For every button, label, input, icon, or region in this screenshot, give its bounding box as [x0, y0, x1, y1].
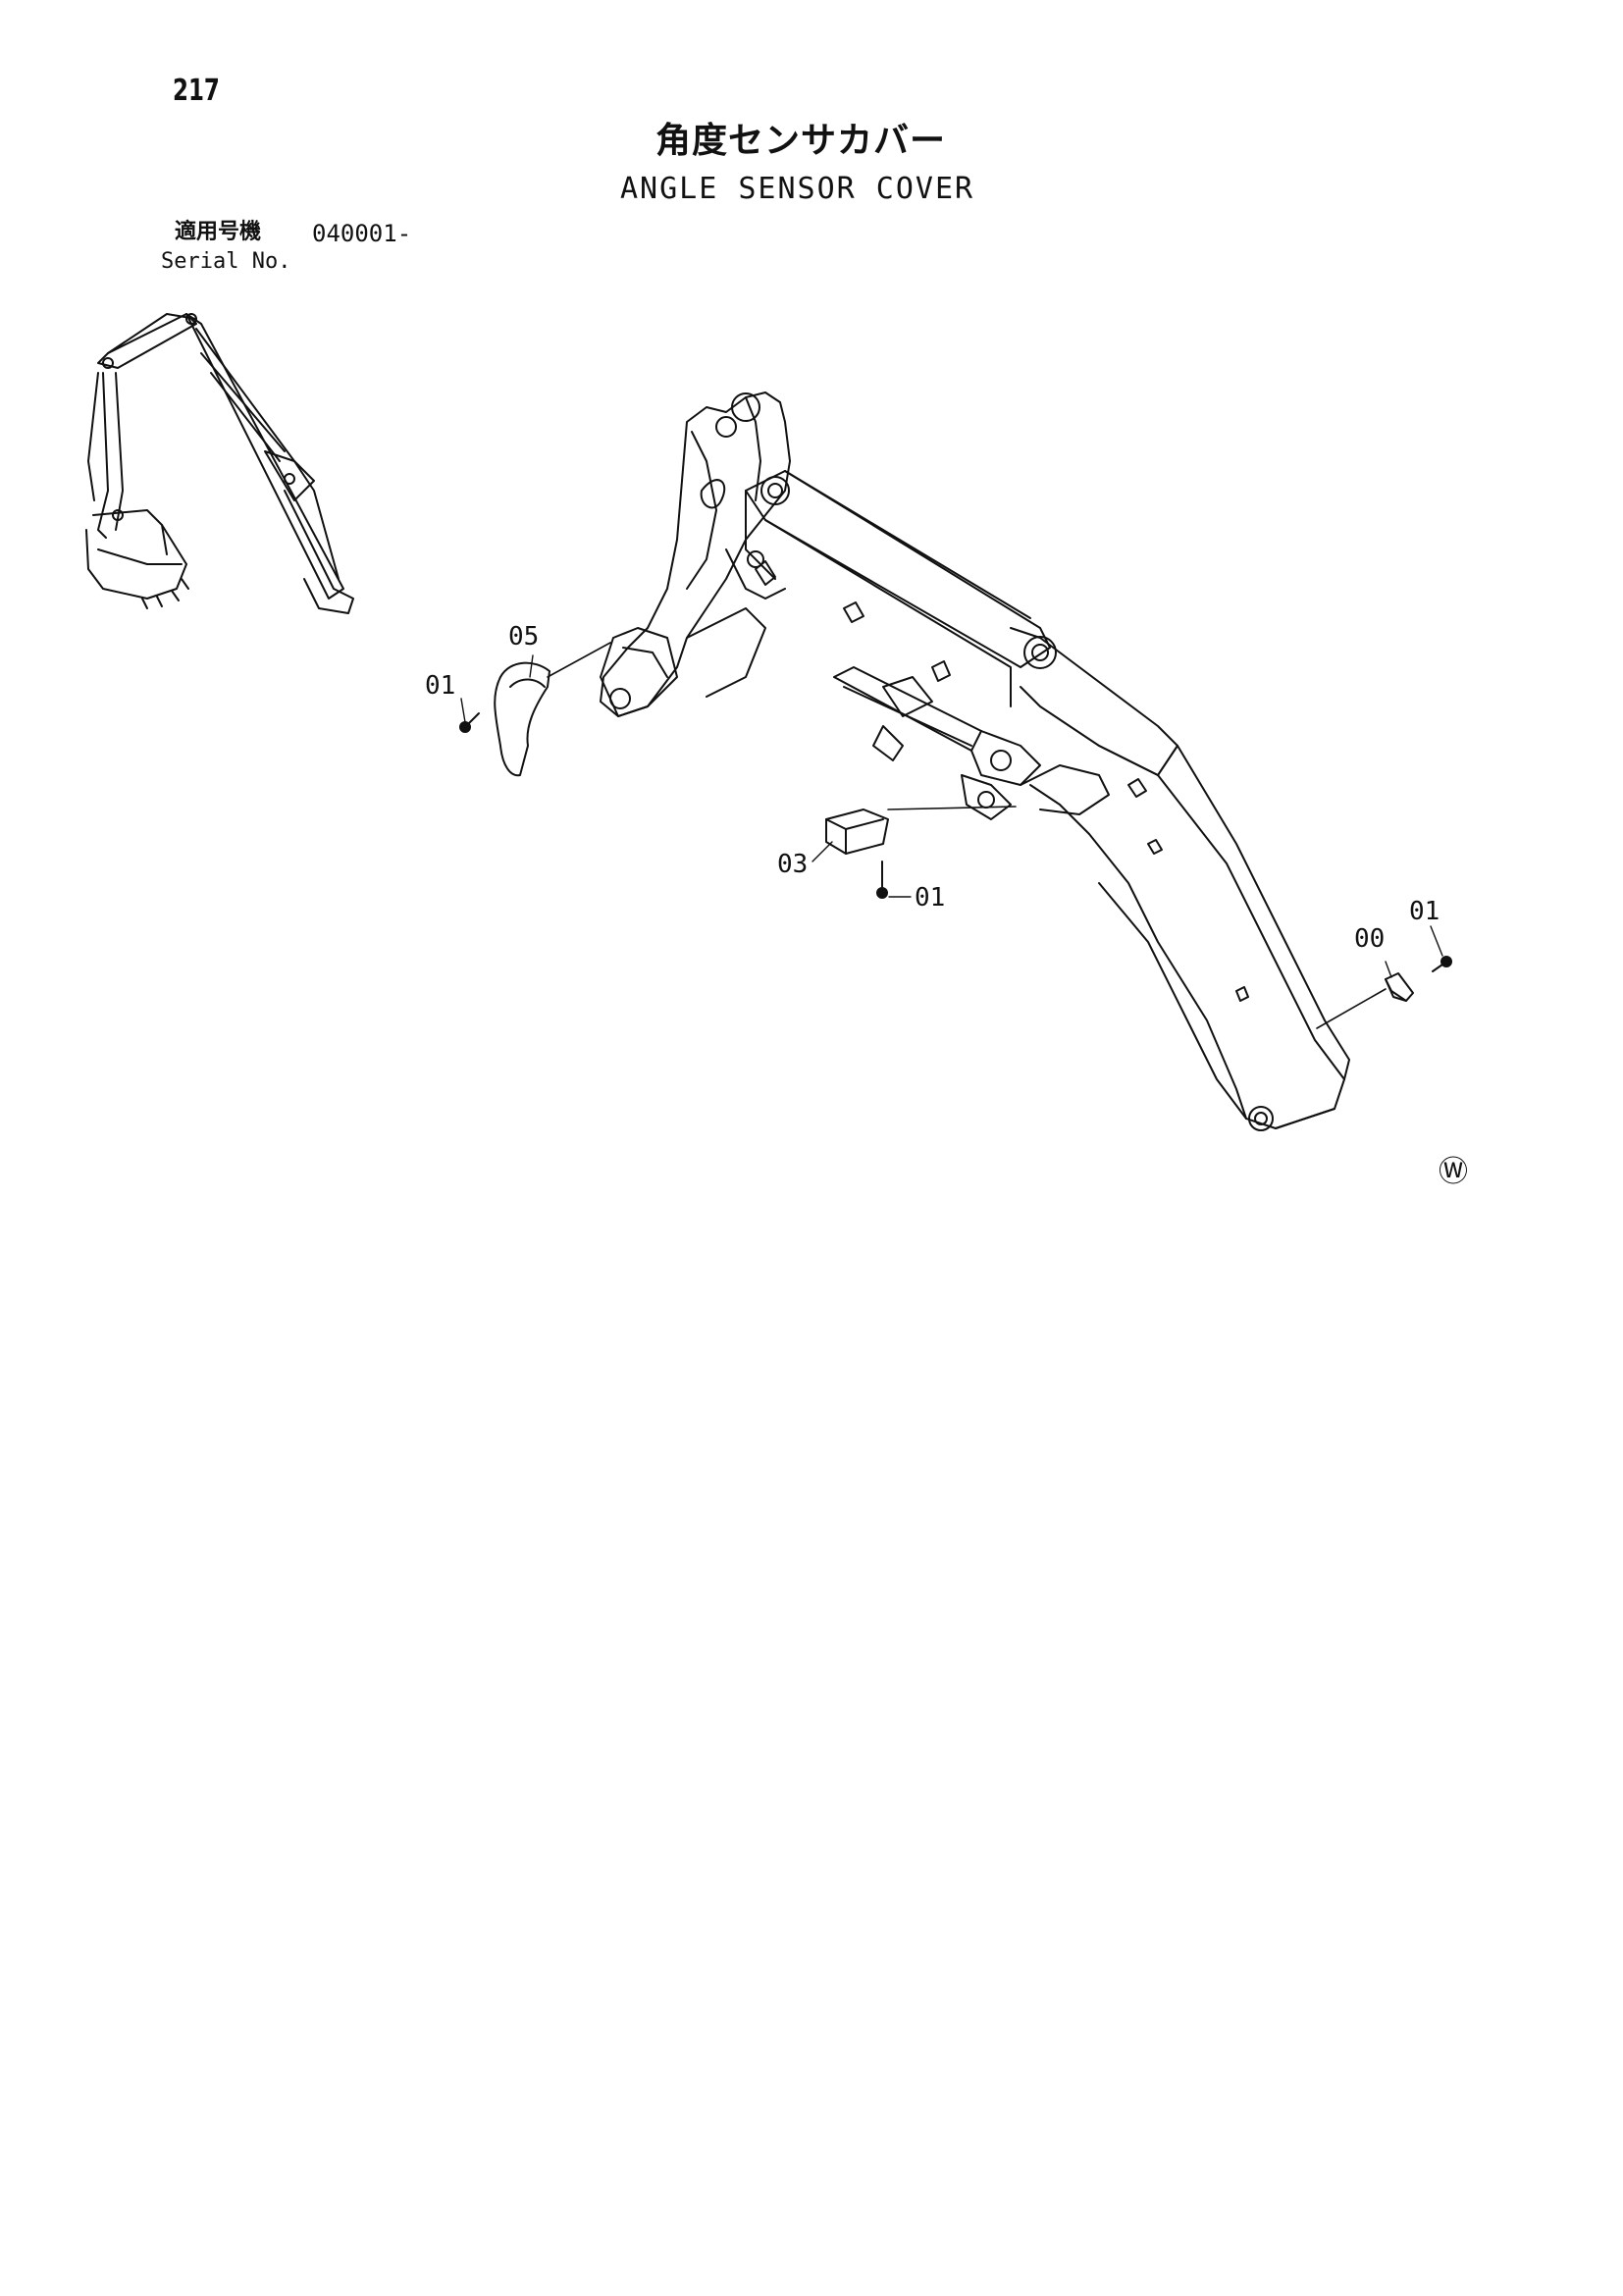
part-05-cover — [494, 642, 611, 777]
bolt-01-right — [1432, 956, 1452, 972]
overview-attachment-illustration — [85, 313, 354, 614]
callout-01-right: 01 — [1409, 897, 1440, 926]
parts-diagram — [85, 313, 1452, 1131]
serial-label-japanese: 適用号機 — [175, 220, 262, 244]
boom-assembly — [600, 391, 1350, 1131]
bolt-01-left — [459, 712, 480, 733]
title-japanese: 角度センサカバー — [655, 121, 947, 161]
page-number: 217 — [173, 74, 220, 108]
part-00-cover — [1316, 972, 1414, 1029]
callout-01-left: 01 — [425, 671, 456, 701]
callout-03: 03 — [777, 850, 809, 879]
part-03-cover — [825, 806, 1017, 855]
callout-01-middle: 01 — [915, 883, 946, 913]
title-english: ANGLE SENSOR COVER — [620, 172, 975, 206]
w-symbol: Ⓦ — [1439, 1155, 1468, 1189]
callout-00: 00 — [1354, 924, 1386, 954]
callout-05: 05 — [508, 622, 540, 652]
serial-label-english: Serial No. — [161, 249, 291, 274]
bolt-01-middle — [876, 861, 888, 899]
serial-value: 040001- — [312, 220, 412, 247]
